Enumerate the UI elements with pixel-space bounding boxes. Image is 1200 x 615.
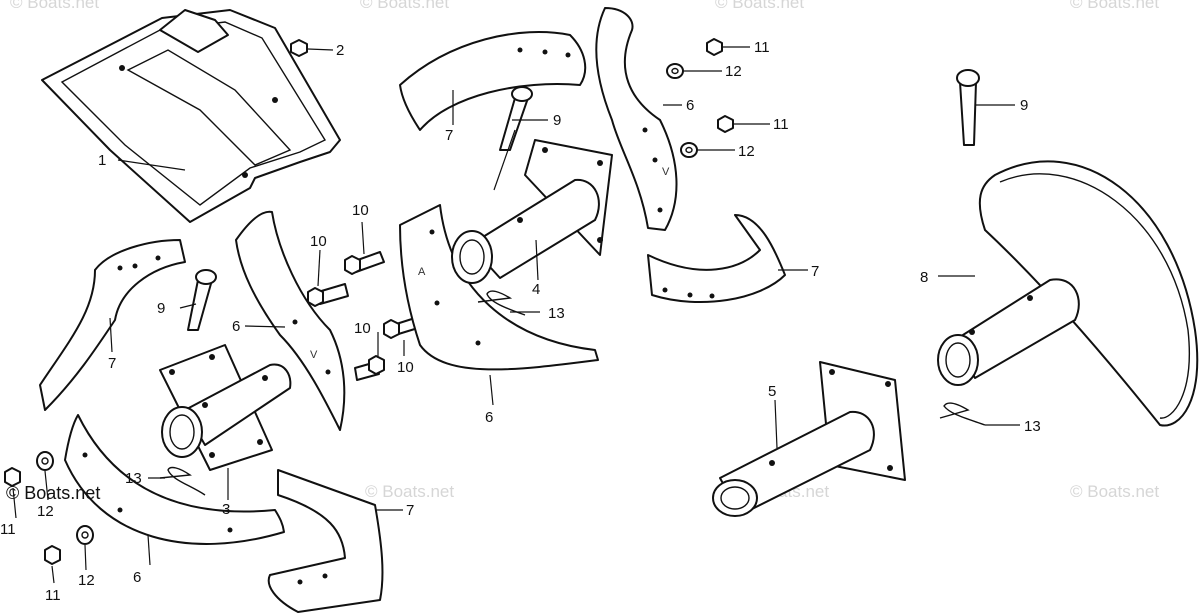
callout-3: 3 (222, 501, 230, 518)
tine-blade[interactable] (39, 239, 186, 411)
watermark-text: © Boats.net (1070, 482, 1159, 501)
flat-washer[interactable] (36, 451, 54, 471)
tine-blade[interactable] (399, 31, 587, 131)
watermark-text: © Boats.net (360, 0, 449, 12)
flat-washer[interactable] (680, 142, 698, 158)
callout-2: 2 (336, 42, 344, 59)
callout-11: 11 (773, 116, 789, 133)
callout-12: 12 (78, 572, 95, 589)
tine-blade[interactable] (64, 414, 285, 545)
callout-13: 13 (548, 305, 565, 322)
blade-mark: A (418, 266, 426, 278)
blade-mark: V (310, 349, 318, 361)
flat-washer[interactable] (666, 63, 684, 79)
hairpin-clip[interactable] (477, 290, 526, 316)
hex-nut[interactable] (44, 545, 61, 565)
callout-9: 9 (553, 112, 561, 129)
hex-nut[interactable] (4, 467, 21, 487)
callout-13: 13 (125, 470, 142, 487)
callout-6: 6 (232, 318, 240, 335)
hairpin-clip[interactable] (939, 402, 986, 426)
tine-blade[interactable] (267, 469, 384, 613)
brand-watermark: © Boats.net (6, 483, 100, 503)
hairpin-clip[interactable] (159, 466, 206, 496)
callout-11: 11 (45, 587, 61, 604)
callout-7: 7 (406, 502, 414, 519)
callout-7: 7 (811, 263, 819, 280)
callout-11: 11 (754, 39, 770, 56)
callout-9: 9 (157, 300, 165, 317)
leader-lines (12, 46, 1020, 584)
callout-10: 10 (352, 202, 369, 219)
callout-labels: 1 2 9 7 6 3 13 6 7 11 12 11 12 10 10 10 … (0, 39, 1041, 604)
callout-6: 6 (133, 569, 141, 586)
callout-1: 1 (98, 152, 106, 169)
callout-10: 10 (310, 233, 327, 250)
watermark-text: © Boats.net (1070, 0, 1159, 12)
callout-13: 13 (1024, 418, 1041, 435)
flat-washer[interactable] (76, 525, 94, 545)
callout-9: 9 (1020, 97, 1028, 114)
callout-10: 10 (354, 320, 371, 337)
watermark-text: © Boats.net (715, 0, 804, 12)
callout-12: 12 (725, 63, 742, 80)
callout-5: 5 (768, 383, 776, 400)
hex-bolt[interactable] (344, 251, 385, 275)
clevis-pin[interactable] (187, 269, 217, 331)
callout-7: 7 (445, 127, 453, 144)
hex-nut[interactable] (706, 38, 723, 56)
callout-10: 10 (397, 359, 414, 376)
axle-shaft[interactable] (712, 361, 906, 517)
callout-12: 12 (37, 503, 54, 520)
callout-6: 6 (485, 409, 493, 426)
wheel-disc[interactable] (937, 160, 1199, 427)
callout-7: 7 (108, 355, 116, 372)
callout-6: 6 (686, 97, 694, 114)
callout-4: 4 (532, 281, 540, 298)
hex-nut[interactable] (717, 115, 734, 133)
callout-11: 11 (0, 521, 16, 538)
watermark-text: © Boats.net (365, 482, 454, 501)
tine-blade[interactable]: A (399, 204, 599, 371)
tine-blade[interactable]: V (235, 210, 346, 431)
callout-12: 12 (738, 143, 755, 160)
tine-hub[interactable] (159, 344, 292, 471)
watermark-text: © Boats.net (10, 0, 99, 12)
clevis-pin[interactable] (956, 69, 980, 146)
blade-mark: V (662, 166, 670, 178)
hex-bolt[interactable] (307, 283, 349, 307)
tine-blade[interactable] (647, 214, 786, 304)
clevis-pin[interactable] (499, 86, 533, 151)
guard-nut[interactable] (290, 39, 308, 57)
tine-blade[interactable]: V (595, 7, 678, 231)
tine-hub[interactable] (451, 139, 613, 284)
tine-guard[interactable] (41, 9, 341, 223)
hex-bolt[interactable] (354, 355, 385, 381)
callout-8: 8 (920, 269, 928, 286)
